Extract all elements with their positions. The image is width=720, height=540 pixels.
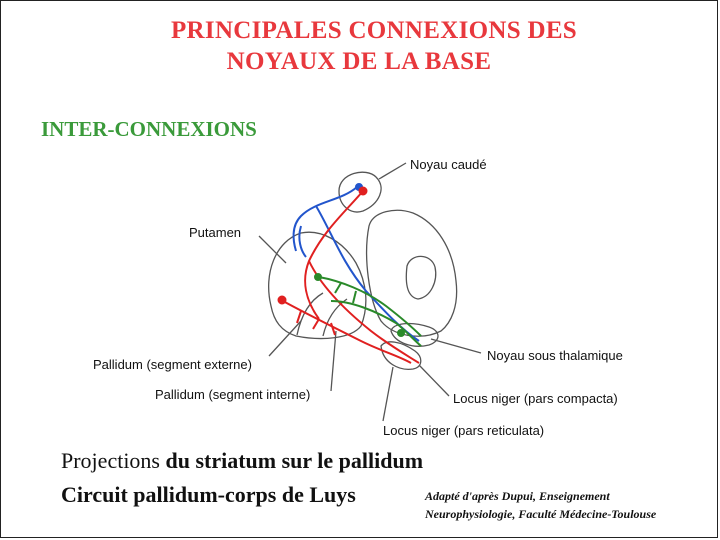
blue-path-branch [298, 225, 307, 258]
caption-projections: Projections du striatum sur le pallidum [61, 448, 423, 474]
red-soma-1 [358, 186, 368, 196]
leader-sous-thalamique [430, 338, 482, 354]
green-path-branch-1 [334, 282, 342, 294]
thalamus-inner-outline [405, 255, 437, 300]
red-path-branch-1 [296, 310, 302, 324]
leader-pallidum-interne [330, 330, 337, 392]
caption-circuit: Circuit pallidum-corps de Luys [61, 482, 356, 507]
green-soma-2 [397, 329, 405, 337]
caption-projections-bold: du striatum sur le pallidum [165, 448, 424, 473]
leader-reticulata [382, 366, 394, 422]
thalamus-outline [366, 209, 458, 337]
red-pathway [277, 186, 420, 364]
label-putamen: Putamen [189, 225, 242, 240]
leader-pallidum-externe [268, 320, 302, 357]
credit-line-2: Neurophysiologie, Faculté Médecine-Toulo… [425, 507, 657, 521]
red-path-caudate [304, 190, 364, 320]
title-line-2: NOYAUX DE LA BASE [226, 48, 492, 75]
source-credit: Adapté d'après Dupui, Enseignement Neuro… [425, 487, 656, 523]
leader-putamen [258, 235, 287, 264]
green-pathway [314, 273, 422, 347]
leader-caude [378, 162, 407, 180]
putamen-outline [267, 231, 367, 340]
credit-line-1: Adapté d'après Dupui, Enseignement [425, 489, 610, 503]
label-noyau-sous-thalamique: Noyau sous thalamique [487, 348, 623, 363]
brain-outlines [258, 162, 482, 422]
section-subtitle: INTER-CONNEXIONS [41, 117, 257, 141]
blue-path-main [292, 186, 358, 252]
leader-compacta [418, 364, 450, 397]
red-path-putamen [282, 300, 412, 364]
red-soma-2 [277, 295, 287, 305]
locus-niger-outline [380, 341, 422, 370]
green-path-branch-2 [352, 290, 357, 304]
slide-title: PRINCIPALES CONNEXIONS DES NOYAUX DE LA … [1, 15, 717, 77]
label-pallidum-externe: Pallidum (segment externe) [93, 357, 252, 372]
green-soma-1 [314, 273, 322, 281]
red-path-branch-3 [330, 322, 336, 336]
red-path-long [308, 260, 420, 364]
red-path-branch-2 [312, 318, 320, 330]
label-noyau-caude: Noyau caudé [410, 157, 487, 172]
label-locus-niger-compacta: Locus niger (pars compacta) [453, 391, 618, 406]
caption-projections-plain: Projections [61, 448, 166, 473]
subthalamic-outline [390, 322, 439, 347]
title-line-1: PRINCIPALES CONNEXIONS DES [170, 17, 578, 44]
pallidum-interne-outline [322, 298, 348, 337]
green-path-2 [330, 300, 422, 347]
label-locus-niger-reticulata: Locus niger (pars reticulata) [383, 423, 545, 438]
pallidum-externe-outline [296, 292, 324, 336]
label-pallidum-interne: Pallidum (segment interne) [155, 387, 311, 402]
green-path-1 [318, 276, 422, 337]
